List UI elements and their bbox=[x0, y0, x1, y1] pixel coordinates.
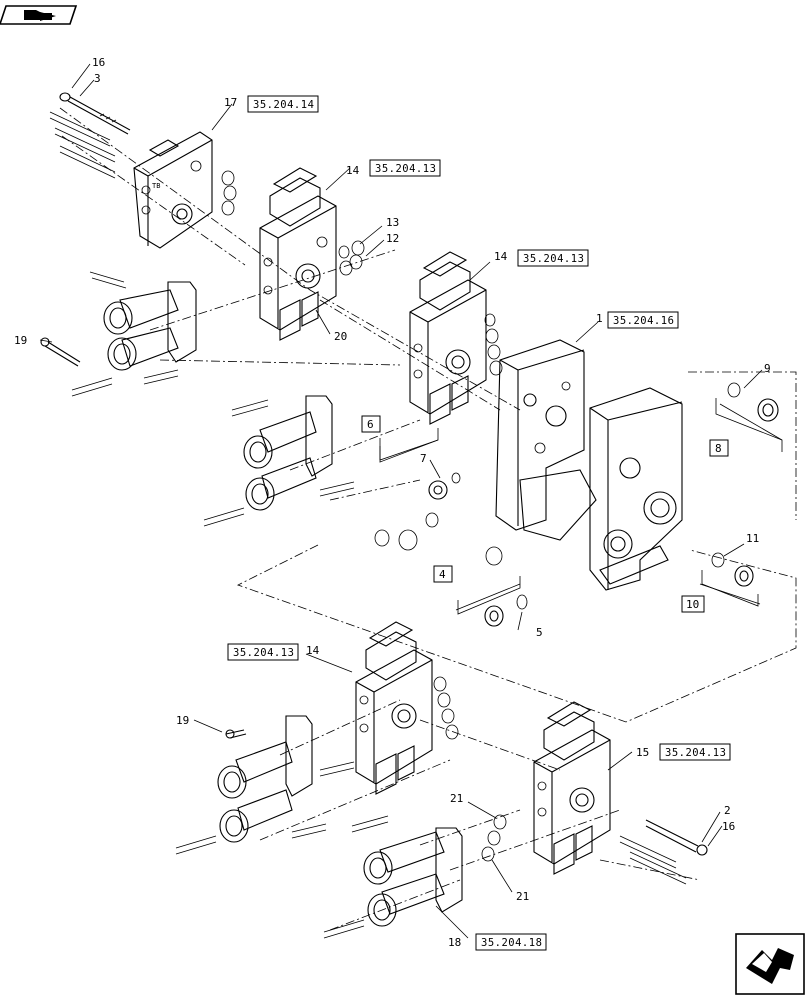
leader-lines bbox=[39, 63, 763, 939]
seal-rings-17 bbox=[221, 170, 237, 216]
plug-part-7 bbox=[374, 472, 503, 566]
bracket-10 bbox=[701, 570, 759, 607]
callout-2: 2 bbox=[724, 804, 731, 817]
quick-coupler-block-lower bbox=[175, 715, 355, 855]
axis-lower-7 bbox=[419, 809, 521, 846]
bolt-part-2 bbox=[619, 819, 708, 885]
plug-part-9 bbox=[719, 382, 783, 441]
bolt-part-19-bottom bbox=[225, 729, 247, 739]
bracket-8 bbox=[715, 398, 783, 452]
svg-text:35.204.13: 35.204.13 bbox=[523, 253, 584, 265]
callout-18: 18 bbox=[448, 936, 461, 949]
bracket-6 bbox=[379, 428, 439, 463]
callout-14-b: 14 bbox=[494, 250, 508, 263]
callout-3: 3 bbox=[94, 72, 101, 85]
callout-15: 15 bbox=[636, 746, 649, 759]
callout-21-b: 21 bbox=[516, 890, 529, 903]
axis-top bbox=[59, 107, 521, 411]
bracket-part-6 bbox=[379, 438, 439, 461]
callout-box-4 bbox=[433, 565, 453, 583]
bolt-set-top bbox=[49, 111, 116, 179]
axis-lower-3 bbox=[419, 719, 561, 771]
svg-text:TB: TB bbox=[152, 182, 160, 190]
assembly-outline-right bbox=[688, 371, 797, 520]
next-page-arrow-icon[interactable] bbox=[735, 933, 805, 995]
axis-lower-2 bbox=[259, 759, 451, 841]
callout-8: 8 bbox=[715, 442, 722, 455]
callout-box-8 bbox=[709, 439, 729, 457]
callout-1: 1 bbox=[596, 312, 603, 325]
callout-16-bottom: 16 bbox=[722, 820, 735, 833]
bolt-part-19-top bbox=[40, 337, 81, 367]
valve-section-15 bbox=[533, 701, 611, 875]
reference-17[interactable]: 35.204.14 bbox=[247, 95, 319, 113]
reference-15[interactable]: 35.204.13 bbox=[659, 743, 731, 761]
axis-mid bbox=[149, 249, 396, 331]
svg-text:35.204.13: 35.204.13 bbox=[375, 163, 436, 175]
plug-part-5 bbox=[455, 583, 528, 627]
svg-text:35.204.14: 35.204.14 bbox=[253, 99, 314, 111]
callout-6: 6 bbox=[367, 418, 374, 431]
callout-19-bottom: 19 bbox=[176, 714, 189, 727]
svg-text:35.204.13: 35.204.13 bbox=[665, 747, 726, 759]
valve-section-14-c bbox=[355, 621, 433, 795]
svg-text:35.204.18: 35.204.18 bbox=[481, 937, 542, 949]
bolt-part-3 bbox=[59, 92, 131, 135]
callout-4: 4 bbox=[439, 568, 446, 581]
folder-back-icon[interactable] bbox=[0, 5, 78, 25]
quick-coupler-block-upper bbox=[71, 271, 197, 397]
svg-text:35.204.13: 35.204.13 bbox=[233, 647, 294, 659]
bracket-4 bbox=[457, 576, 521, 615]
quick-coupler-part-18 bbox=[323, 815, 463, 939]
seal-rings-14-a bbox=[338, 240, 365, 276]
axis-lower-4 bbox=[449, 809, 621, 871]
reference-14-b[interactable]: 35.204.13 bbox=[517, 249, 589, 267]
reference-14-c[interactable]: 35.204.13 bbox=[227, 643, 299, 661]
quick-coupler-block-middle bbox=[203, 395, 355, 527]
callout-12: 12 bbox=[386, 232, 399, 245]
callout-19-top: 19 bbox=[14, 334, 27, 347]
seal-rings-14-c bbox=[433, 676, 459, 740]
reference-18[interactable]: 35.204.18 bbox=[475, 933, 547, 951]
callout-5: 5 bbox=[536, 626, 543, 639]
callout-20: 20 bbox=[334, 330, 347, 343]
assembly-outline bbox=[236, 544, 797, 723]
axis-mid-4 bbox=[289, 419, 421, 471]
callout-box-6 bbox=[361, 415, 381, 433]
seal-part-21 bbox=[481, 814, 507, 862]
callout-9: 9 bbox=[764, 362, 771, 375]
axis-lower bbox=[279, 699, 401, 756]
reference-1[interactable]: 35.204.16 bbox=[607, 311, 679, 329]
reference-14-a[interactable]: 35.204.13 bbox=[369, 159, 441, 177]
valve-section-14-b bbox=[409, 251, 487, 425]
callout-21-a: 21 bbox=[450, 792, 463, 805]
axis-mid-2 bbox=[159, 359, 401, 366]
svg-text:35.204.16: 35.204.16 bbox=[613, 315, 674, 327]
callout-11: 11 bbox=[746, 532, 759, 545]
inlet-body-section bbox=[589, 387, 683, 591]
callout-14-c: 14 bbox=[306, 644, 320, 657]
valve-section-14-a bbox=[259, 167, 337, 341]
callout-16-top: 16 bbox=[92, 56, 105, 69]
axis-mid-5 bbox=[329, 479, 421, 501]
axis-lower-6 bbox=[599, 859, 701, 881]
callout-box-10 bbox=[681, 595, 705, 613]
callout-13: 13 bbox=[386, 216, 399, 229]
inlet-cover-section-1 bbox=[495, 339, 597, 541]
seal-rings-14-b bbox=[484, 313, 503, 376]
valve-end-section-17: TB bbox=[133, 131, 213, 249]
callout-14-a: 14 bbox=[346, 164, 360, 177]
axis-top-2 bbox=[61, 135, 246, 266]
callout-10: 10 bbox=[686, 598, 699, 611]
callout-17: 17 bbox=[224, 96, 237, 109]
callout-7: 7 bbox=[420, 452, 427, 465]
